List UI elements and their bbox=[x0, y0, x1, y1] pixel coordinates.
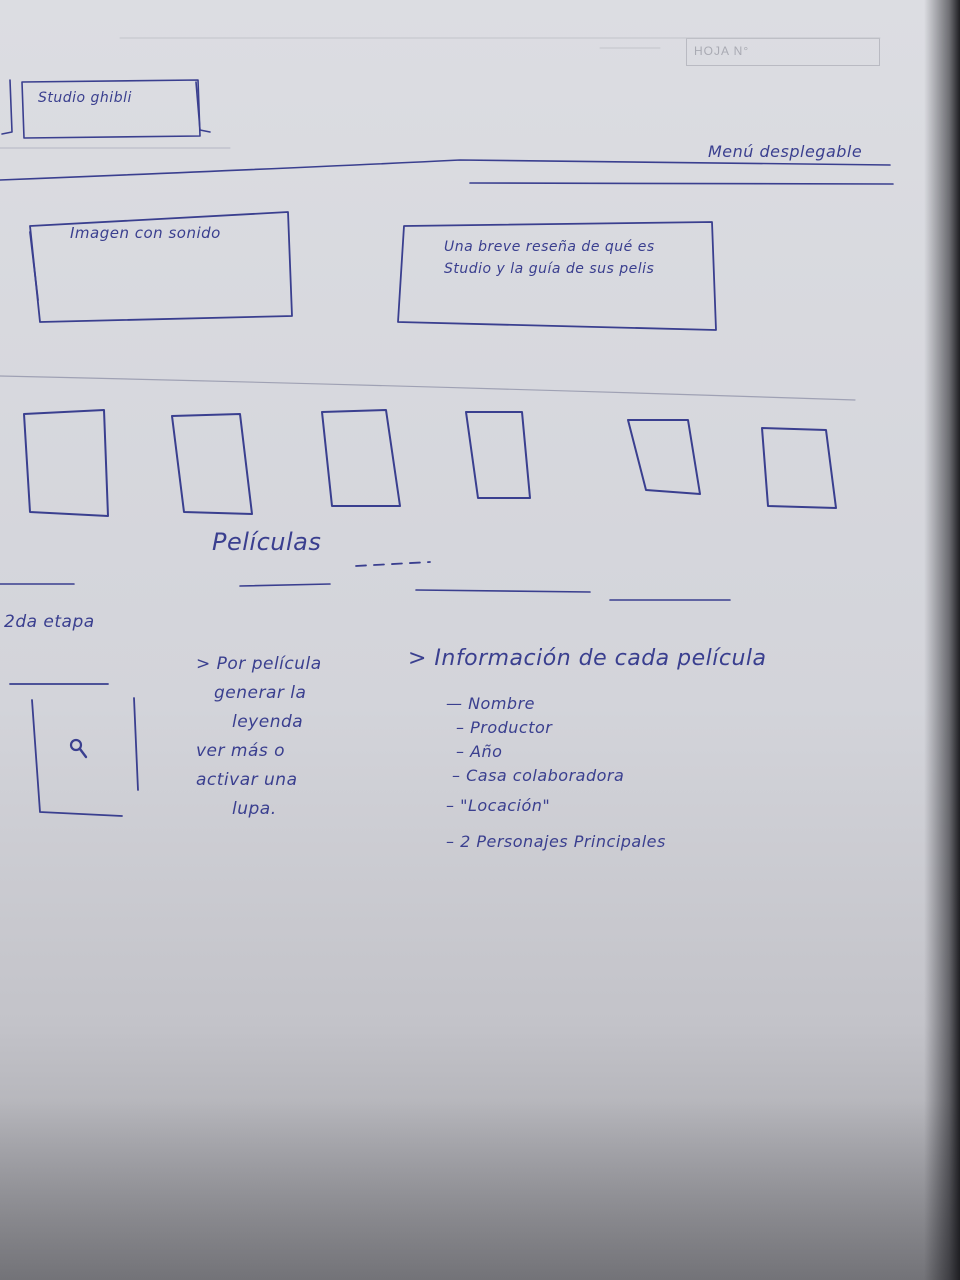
hero-text: Una breve reseña de qué es Studio y la g… bbox=[444, 239, 655, 277]
stage-label: 2da etapa bbox=[4, 612, 95, 632]
logo-box bbox=[21, 79, 201, 139]
movie-poster-5 bbox=[627, 419, 701, 495]
movies-row-label: Películas bbox=[212, 528, 322, 556]
movie-poster-4 bbox=[465, 411, 531, 499]
movie-poster-1 bbox=[23, 409, 109, 517]
hover-note-line: activar una bbox=[196, 770, 298, 790]
sheet-number-label: HOJA N° bbox=[694, 44, 750, 58]
hero-image-label: Imagen con sonido bbox=[70, 224, 221, 242]
logo-label: Studio ghibli bbox=[38, 90, 132, 106]
dropdown-menu-label[interactable]: Menú desplegable bbox=[708, 142, 863, 161]
info-list: — Nombre – Productor – Año – Casa colabo… bbox=[446, 692, 786, 860]
page-bottom-shadow bbox=[0, 1100, 960, 1280]
magnifier-icon bbox=[69, 738, 83, 752]
info-item: — Nombre bbox=[446, 694, 536, 713]
hover-note-line: > Por película bbox=[196, 654, 322, 674]
hover-note-line: lupa. bbox=[232, 799, 277, 819]
info-item: – Productor bbox=[456, 718, 553, 737]
movie-poster-2 bbox=[171, 413, 253, 515]
info-item: – Casa colaboradora bbox=[452, 766, 625, 785]
info-item: – Año bbox=[456, 742, 503, 761]
movie-poster-3 bbox=[321, 409, 401, 507]
hover-note-line: ver más o bbox=[196, 741, 286, 761]
movie-poster-6 bbox=[761, 427, 837, 509]
hover-note-line: generar la bbox=[214, 683, 307, 703]
info-title: > Información de cada película bbox=[408, 646, 767, 671]
header-divider bbox=[0, 159, 891, 181]
hero-text-box bbox=[397, 221, 717, 331]
info-item: – 2 Personajes Principales bbox=[446, 832, 666, 851]
info-item: – "Locación" bbox=[446, 796, 551, 815]
hover-note: > Por película generar la leyenda ver má… bbox=[196, 650, 346, 824]
page-edge bbox=[924, 0, 960, 1280]
hover-note-line: leyenda bbox=[232, 712, 304, 732]
